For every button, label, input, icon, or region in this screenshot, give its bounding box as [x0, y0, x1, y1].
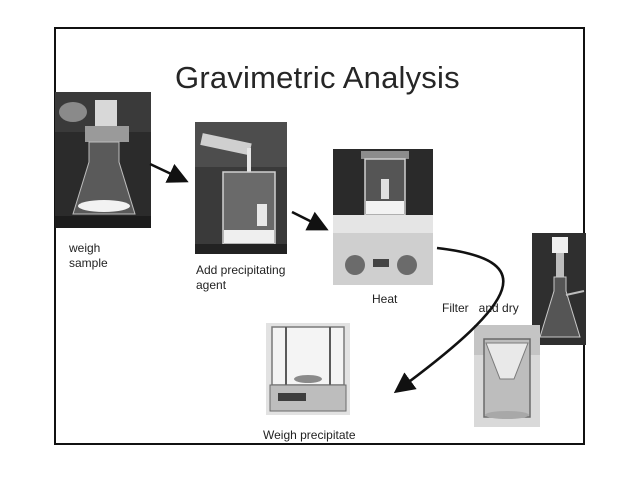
heat-photo [333, 149, 433, 285]
add-precipitating-agent-line1: Add precipitating [196, 263, 286, 277]
weigh-sample-label: weigh sample [69, 241, 108, 271]
weigh-sample-label-line2: sample [69, 256, 108, 270]
arrow-weigh-to-add [149, 162, 189, 183]
arrow-heat-to-weigh [393, 246, 505, 394]
analytical-balance-photo [266, 323, 350, 415]
heat-label: Heat [372, 292, 398, 306]
weigh-sample-photo [55, 92, 151, 228]
add-precipitating-agent-label: Add precipitating agent [196, 263, 285, 293]
filter-and-dry-label: Filter and dry [442, 301, 519, 315]
weigh-precipitate-label: Weigh precipitate [263, 428, 356, 442]
slide-title: Gravimetric Analysis [175, 60, 460, 95]
filter-and-dry-photo [474, 325, 540, 427]
add-precipitating-agent-photo [195, 122, 287, 254]
filter-flask-photo [532, 233, 586, 345]
add-precipitating-agent-line2: agent [196, 278, 227, 292]
weigh-sample-label-line1: weigh [69, 241, 101, 255]
arrow-add-to-heat [291, 210, 329, 231]
